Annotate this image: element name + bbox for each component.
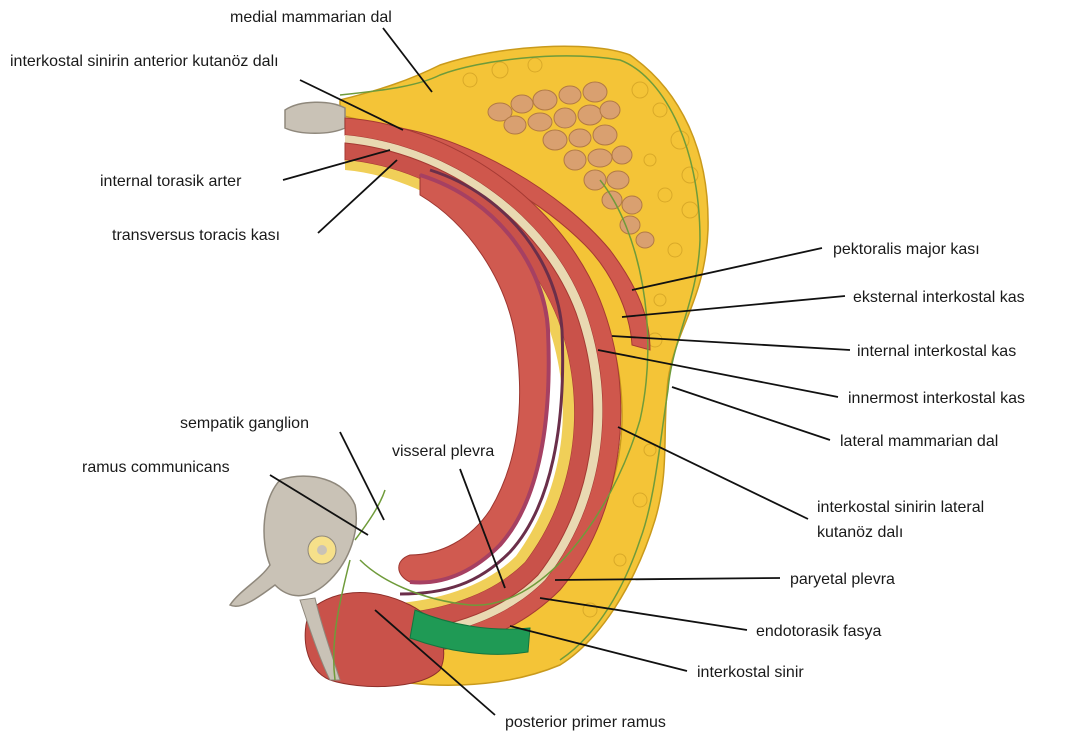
label-lateral-cutaneous-line1: interkostal sinirin lateral — [817, 499, 984, 516]
label-lateral-mammarian: lateral mammarian dal — [840, 433, 998, 450]
label-visceral-pleura: visseral plevra — [392, 443, 494, 460]
label-endothoracic-fascia: endotorasik fasya — [756, 623, 882, 640]
label-lateral-cutaneous-line2: kutanöz dalı — [817, 524, 903, 541]
label-external-intercostal: eksternal interkostal kas — [853, 289, 1025, 306]
label-pectoralis-major: pektoralis major kası — [833, 241, 980, 258]
label-parietal-pleura: paryetal plevra — [790, 571, 895, 588]
label-ramus-communicans: ramus communicans — [82, 459, 230, 476]
label-sympathetic-ganglion: sempatik ganglion — [180, 415, 309, 432]
label-innermost-intercostal: innermost interkostal kas — [848, 390, 1025, 407]
label-anterior-cutaneous: interkostal sinirin anterior kutanöz dal… — [10, 53, 279, 70]
label-medial-mammarian: medial mammarian dal — [230, 9, 392, 26]
label-transversus-thoracis: transversus toracis kası — [112, 227, 280, 244]
label-internal-thoracic-artery: internal torasik arter — [100, 173, 242, 190]
sternum — [285, 102, 345, 133]
anatomy-illustration — [230, 46, 708, 686]
label-internal-intercostal: internal interkostal kas — [857, 343, 1016, 360]
leader-lateral-mammarian — [672, 387, 830, 440]
label-intercostal-nerve: interkostal sinir — [697, 664, 804, 681]
label-posterior-primary-ramus: posterior primer ramus — [505, 714, 666, 731]
